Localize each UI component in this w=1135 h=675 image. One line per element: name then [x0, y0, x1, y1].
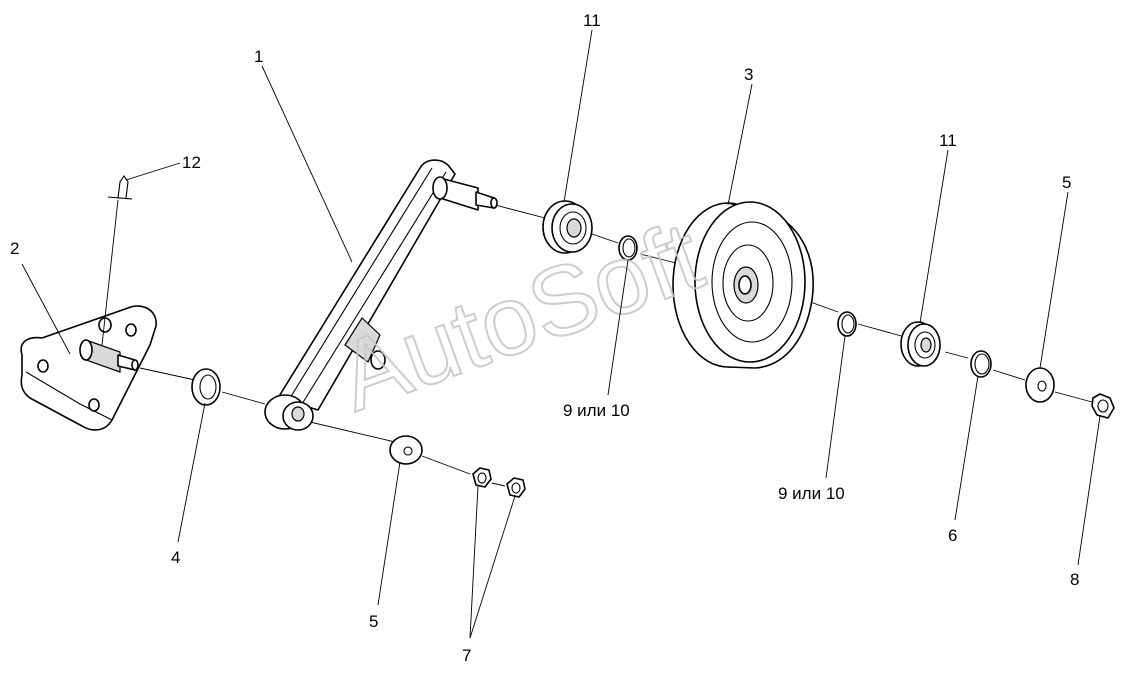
callout-9-or-10-lower: 9 или 10 [778, 484, 845, 503]
washer-part-4 [191, 368, 221, 406]
callout-labels: 1 2 3 4 5 5 6 7 8 9 или 10 9 или 10 11 1… [10, 11, 1079, 665]
roller-wheel-part-3 [672, 201, 814, 369]
bracket-plate-part-2 [20, 305, 157, 431]
callout-12: 12 [182, 153, 201, 172]
callout-6: 6 [948, 526, 957, 545]
callout-5-left: 5 [369, 612, 378, 631]
callout-3: 3 [744, 65, 753, 84]
callout-8: 8 [1070, 570, 1079, 589]
callout-7: 7 [462, 646, 471, 665]
bearing-part-11-lower [900, 321, 941, 367]
ring-part-6 [970, 350, 992, 378]
callout-11-lower: 11 [939, 131, 957, 150]
callout-2: 2 [10, 239, 19, 258]
callout-9-or-10-upper: 9 или 10 [563, 401, 630, 420]
washer-part-5-left [389, 435, 423, 465]
callout-4: 4 [171, 548, 180, 567]
callout-11-upper: 11 [583, 11, 601, 30]
retaining-ring-part-9-lower [837, 311, 857, 337]
cotter-pin-part-12 [107, 175, 133, 200]
callout-1: 1 [254, 47, 263, 66]
leader-lines [21, 29, 1101, 639]
castle-nut-part-8 [1091, 393, 1115, 419]
center-axis-lines [139, 204, 1093, 487]
lever-arm-part-1 [264, 159, 498, 431]
callout-5-right: 5 [1062, 173, 1071, 192]
nuts-part-7 [472, 467, 526, 498]
washer-part-5-right [1025, 367, 1055, 403]
bearing-part-11-upper [542, 200, 593, 254]
